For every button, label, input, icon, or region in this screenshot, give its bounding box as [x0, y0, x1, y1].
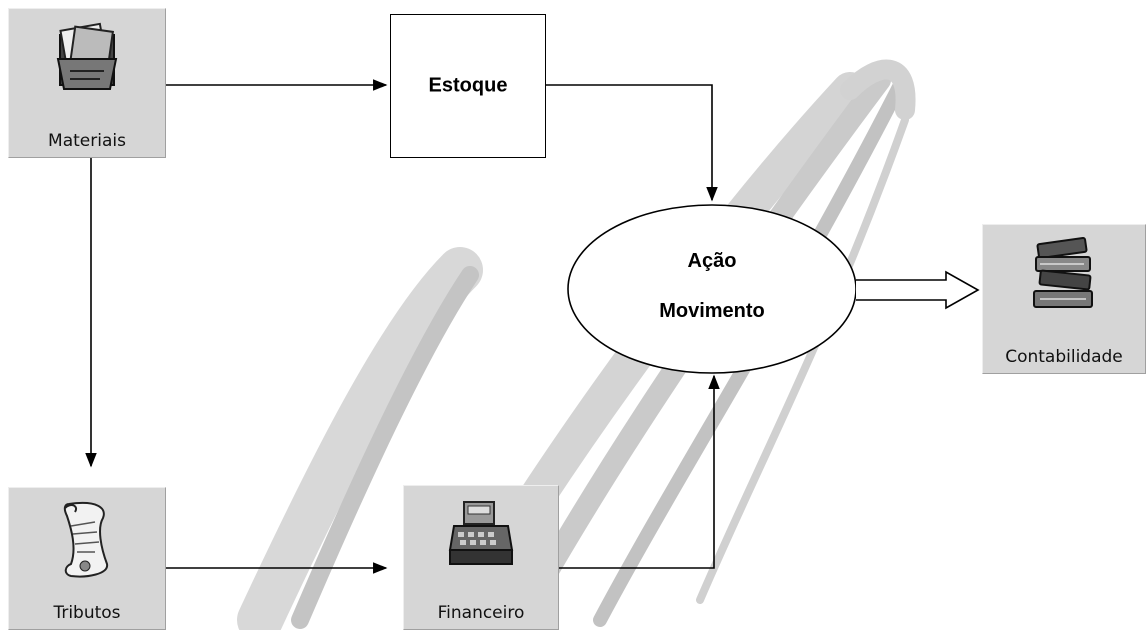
materiais-label: Materiais: [48, 131, 126, 151]
acao-ellipse: [567, 204, 857, 374]
estoque-label: Estoque: [428, 74, 508, 97]
materiais-tile[interactable]: Materiais: [8, 8, 166, 158]
scroll-icon: [63, 502, 109, 578]
tributos-label: Tributos: [53, 603, 121, 623]
acao-label: Ação: [687, 250, 737, 272]
financeiro-tile[interactable]: Financeiro: [403, 485, 559, 630]
contabilidade-tile[interactable]: Contabilidade: [982, 224, 1146, 374]
movimento-label: Movimento: [659, 300, 765, 322]
arrow-acao-contabilidade: [856, 270, 980, 310]
financeiro-label: Financeiro: [437, 603, 525, 623]
estoque-box: Estoque: [390, 14, 546, 158]
arrow-estoque-acao: [546, 84, 718, 202]
tributos-tile[interactable]: Tributos: [8, 487, 166, 630]
arrow-financeiro-acao: [558, 374, 720, 569]
papers-folder-icon: [56, 22, 118, 90]
contabilidade-label: Contabilidade: [1005, 347, 1123, 367]
cash-register-icon: [448, 501, 514, 565]
books-stack-icon: [1033, 236, 1093, 308]
